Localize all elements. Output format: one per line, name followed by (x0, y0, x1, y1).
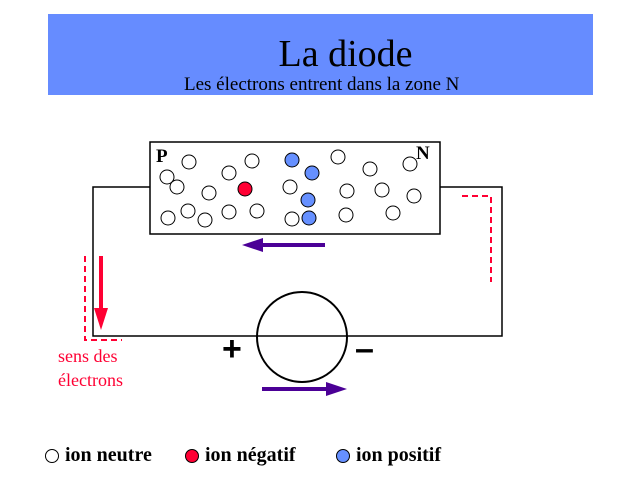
negative-ion-icon (185, 448, 199, 463)
positive-ion-icon (336, 448, 350, 463)
battery-current-arrow (262, 382, 347, 396)
neutral-ion-icon (45, 448, 59, 463)
electron-direction-dashes (84, 195, 492, 341)
neutral-ion (385, 205, 401, 221)
title-banner: La diode Les électrons entrent dans la z… (48, 14, 593, 95)
battery-minus: – (355, 330, 374, 368)
page-subtitle: Les électrons entrent dans la zone N (184, 74, 460, 95)
neutral-ion (362, 161, 378, 177)
battery-plus: + (222, 330, 242, 368)
legend-negative: ion négatif (185, 444, 296, 467)
legend-label: ion positif (356, 444, 442, 466)
legend-neutral: ion neutre (45, 444, 152, 467)
ions (159, 149, 422, 228)
neutral-ion (244, 153, 260, 169)
circuit-wire (92, 186, 503, 337)
neutral-ion (160, 210, 176, 226)
neutral-ion (284, 211, 300, 227)
neutral-ion (181, 154, 197, 170)
battery-symbol (256, 291, 348, 383)
p-zone-label: P (156, 146, 168, 167)
annotation-line2: électrons (58, 370, 123, 390)
legend-positive: ion positif (336, 444, 441, 467)
positive-ion (284, 152, 300, 168)
legend-label: ion négatif (205, 444, 296, 466)
neutral-ion (339, 183, 355, 199)
neutral-ion (406, 188, 422, 204)
negative-ion (237, 181, 253, 197)
n-zone-label: N (416, 143, 430, 164)
neutral-ion (402, 156, 418, 172)
neutral-ion (249, 203, 265, 219)
positive-ion (304, 165, 320, 181)
neutral-ion (282, 179, 298, 195)
neutral-ion (201, 185, 217, 201)
page-title: La diode (278, 33, 413, 75)
legend-label: ion neutre (65, 444, 152, 466)
positive-ion (300, 192, 316, 208)
diode-current-arrow (242, 238, 325, 252)
neutral-ion (221, 165, 237, 181)
electron-direction-arrow (94, 256, 108, 330)
neutral-ion (197, 212, 213, 228)
neutral-ion (169, 179, 185, 195)
neutral-ion (180, 203, 196, 219)
annotation-line1: sens des (58, 346, 118, 366)
neutral-ion (159, 169, 175, 185)
neutral-ion (338, 207, 354, 223)
positive-ion (301, 210, 317, 226)
neutral-ion (374, 182, 390, 198)
neutral-ion (221, 204, 237, 220)
neutral-ion (330, 149, 346, 165)
